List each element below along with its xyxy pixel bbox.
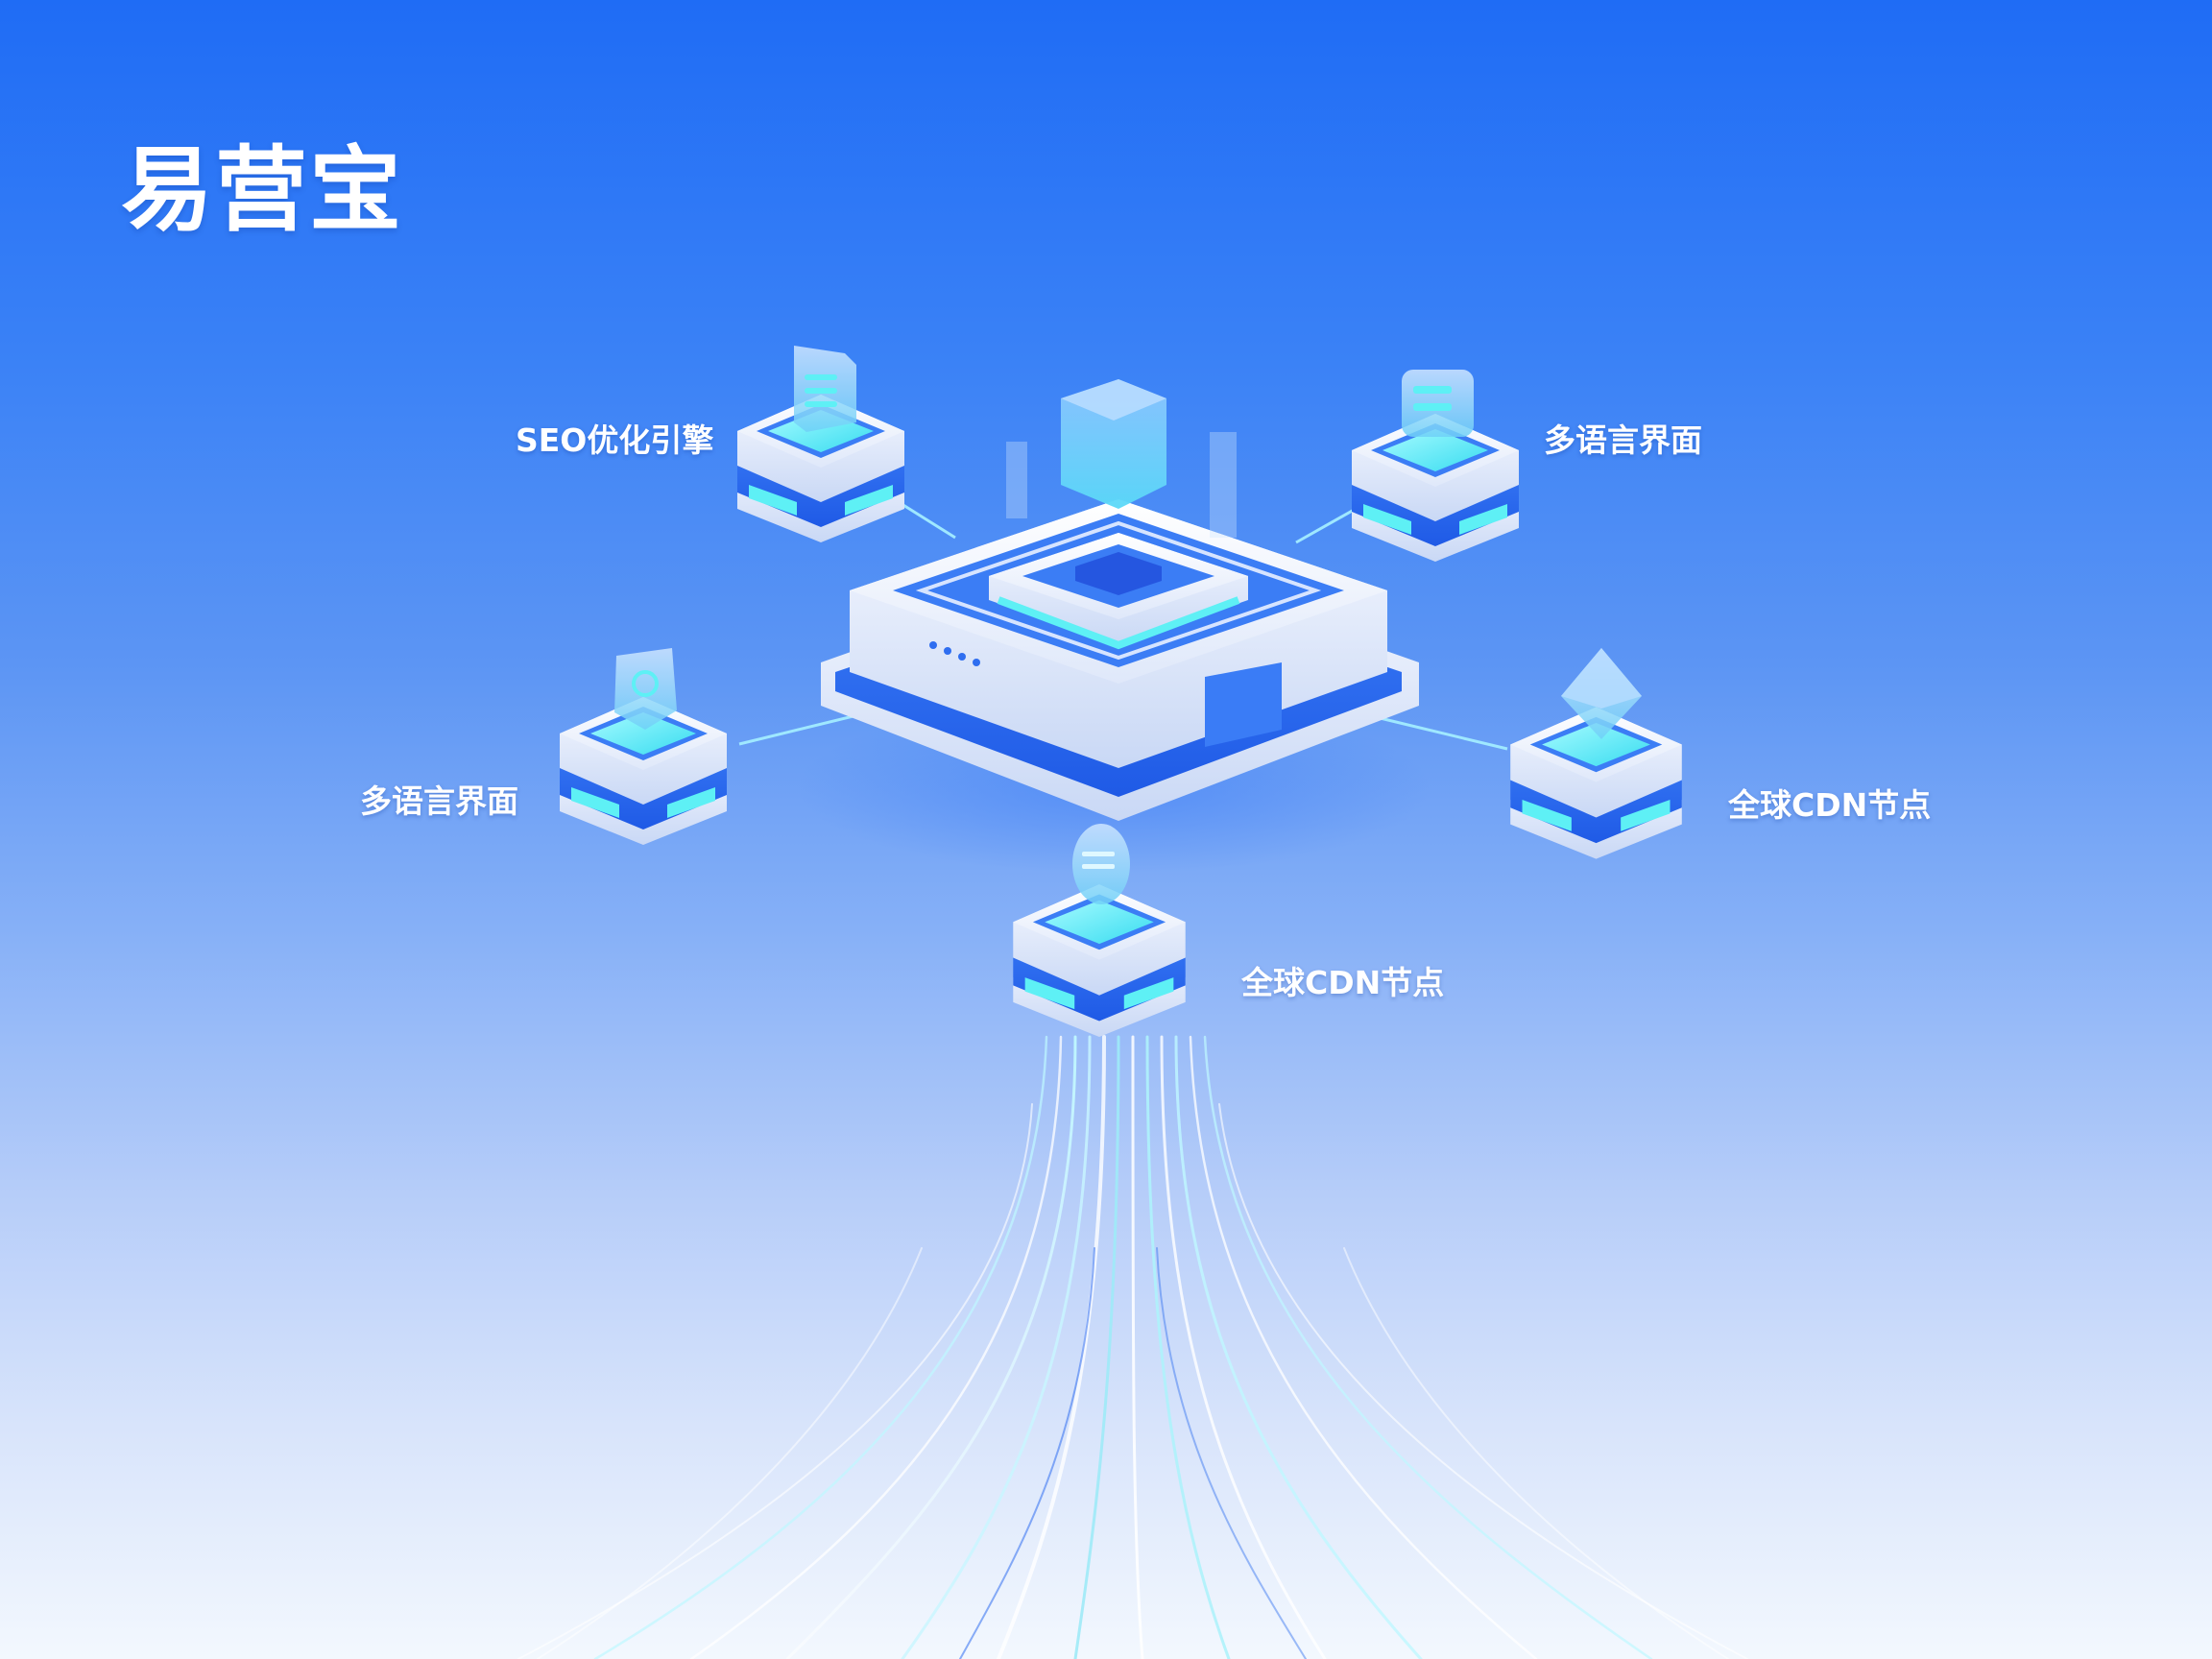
node-seo xyxy=(737,346,904,542)
label-node-3: 多语言界面 xyxy=(360,782,518,820)
label-node-1: SEO优化引擎 xyxy=(516,421,714,459)
coin-icon xyxy=(1072,824,1130,904)
node-cdn-2 xyxy=(1013,824,1186,1037)
label-node-5: 全球CDN节点 xyxy=(1241,964,1445,1001)
node-cdn-1 xyxy=(1510,648,1682,859)
diamond-icon xyxy=(1561,648,1642,739)
chat-bubble-icon xyxy=(1402,370,1474,437)
data-stream-lines xyxy=(517,1035,1748,1659)
central-server xyxy=(821,379,1419,821)
label-node-2: 多语言界面 xyxy=(1544,421,1702,459)
label-node-4: 全球CDN节点 xyxy=(1728,786,1932,824)
node-multilang-1 xyxy=(1352,370,1519,562)
node-multilang-2 xyxy=(560,648,727,845)
shield-icon xyxy=(614,648,677,730)
page-title: 易营宝 xyxy=(121,136,403,244)
document-icon xyxy=(794,346,856,432)
